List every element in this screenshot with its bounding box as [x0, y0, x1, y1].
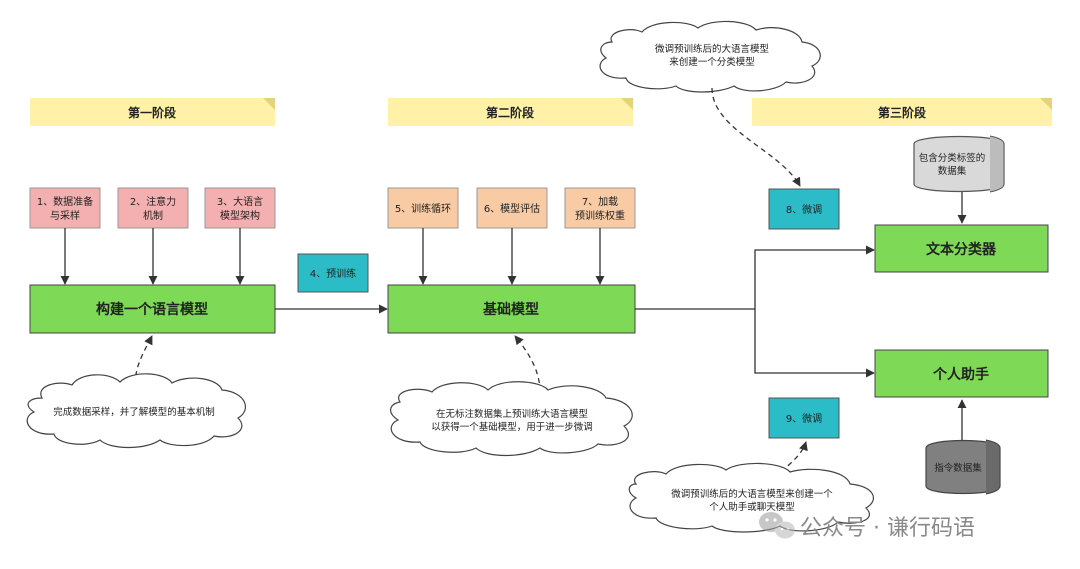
finetune-9-box: 9、微调 [768, 397, 840, 439]
classification-dataset-line1: 包含分类标签的 [919, 152, 986, 164]
input-data-prep-line1: 1、数据准备 [37, 195, 93, 208]
input-evaluation-label: 6、模型评估 [484, 202, 540, 215]
input-load-weights-line2: 预训练权重 [575, 209, 625, 222]
input-box-data-prep: 1、数据准备 与采样 [29, 187, 101, 229]
input-box-architecture: 3、大语言 模型架构 [204, 187, 276, 229]
watermark: 公众号 · 谦行码语 [759, 512, 975, 541]
stage-1-note-text: 完成数据采样，并了解模型的基本机制 [53, 406, 215, 418]
foundation-model-box: 基础模型 [387, 284, 636, 334]
input-box-training-loop: 5、训练循环 [387, 187, 459, 229]
dashed-arrow-stage2-note [514, 335, 541, 393]
finetune-9-label: 9、微调 [786, 412, 822, 425]
input-architecture-line1: 3、大语言 [217, 195, 263, 208]
text-classifier-label: 文本分类器 [926, 241, 997, 258]
stage-3-bottom-note-line1: 微调预训练后的大语言模型来创建一个 [671, 488, 833, 500]
stage-3-top-note-cloud: 微调预训练后的大语言模型 来创建一个分类模型 [599, 20, 821, 93]
wechat-icon [759, 512, 795, 539]
foundation-model-label: 基础模型 [483, 301, 539, 318]
input-architecture-line2: 模型架构 [220, 209, 260, 222]
stage-2-note-line2: 以获得一个基础模型，用于进一步微调 [431, 421, 593, 433]
stage-1-note-cloud: 完成数据采样，并了解模型的基本机制 [26, 373, 247, 449]
stage-2-banner: 第二阶段 [388, 98, 633, 126]
input-box-evaluation: 6、模型评估 [476, 187, 548, 229]
input-load-weights-line1: 7、加载 [582, 196, 618, 208]
instruction-dataset-label: 指令数据集 [934, 462, 982, 474]
build-language-model-label: 构建一个语言模型 [96, 301, 208, 318]
input-attention-line1: 2、注意力 [130, 195, 176, 208]
personal-assistant-box: 个人助手 [874, 349, 1049, 398]
classification-dataset-cylinder: 包含分类标签的 数据集 [913, 135, 1005, 193]
stage-1-label: 第一阶段 [128, 105, 177, 120]
stage-1-banner: 第一阶段 [30, 98, 275, 126]
stage-2-note-cloud: 在无标注数据集上预训练大语言模型 以获得一个基础模型，用于进一步微调 [390, 381, 633, 457]
arrow-to-assistant [754, 309, 875, 378]
pretraining-label: 4、预训练 [310, 267, 356, 280]
watermark-text: 公众号 · 谦行码语 [800, 516, 975, 541]
build-language-model-box: 构建一个语言模型 [29, 284, 276, 334]
arrow-to-classifier [635, 245, 875, 310]
dashed-arrow-top-note [711, 87, 801, 187]
finetune-8-box: 8、微调 [768, 188, 840, 230]
stage-2-note-line1: 在无标注数据集上预训练大语言模型 [436, 408, 589, 420]
instruction-dataset-cylinder: 指令数据集 [925, 439, 1001, 495]
input-box-attention: 2、注意力 机制 [117, 187, 189, 229]
input-training-loop-label: 5、训练循环 [395, 202, 451, 215]
stage-3-banner: 第三阶段 [752, 98, 1052, 126]
input-attention-line2: 机制 [143, 209, 163, 222]
input-data-prep-line2: 与采样 [50, 209, 80, 222]
stage-3-bottom-note-cloud: 微调预训练后的大语言模型来创建一个 个人助手或聊天模型 [628, 462, 875, 533]
stage-3-top-note-line2: 来创建一个分类模型 [669, 56, 755, 68]
pretraining-box: 4、预训练 [297, 253, 369, 293]
stage-3-label: 第三阶段 [878, 105, 927, 120]
stage-2-label: 第二阶段 [486, 105, 535, 120]
finetune-8-label: 8、微调 [786, 203, 822, 216]
text-classifier-box: 文本分类器 [874, 224, 1049, 273]
personal-assistant-label: 个人助手 [932, 366, 989, 383]
classification-dataset-line2: 数据集 [938, 165, 967, 177]
stage-3-bottom-note-line2: 个人助手或聊天模型 [709, 501, 795, 513]
input-box-load-weights: 7、加载 预训练权重 [564, 187, 636, 229]
stage-3-top-note-line1: 微调预训练后的大语言模型 [655, 43, 770, 55]
